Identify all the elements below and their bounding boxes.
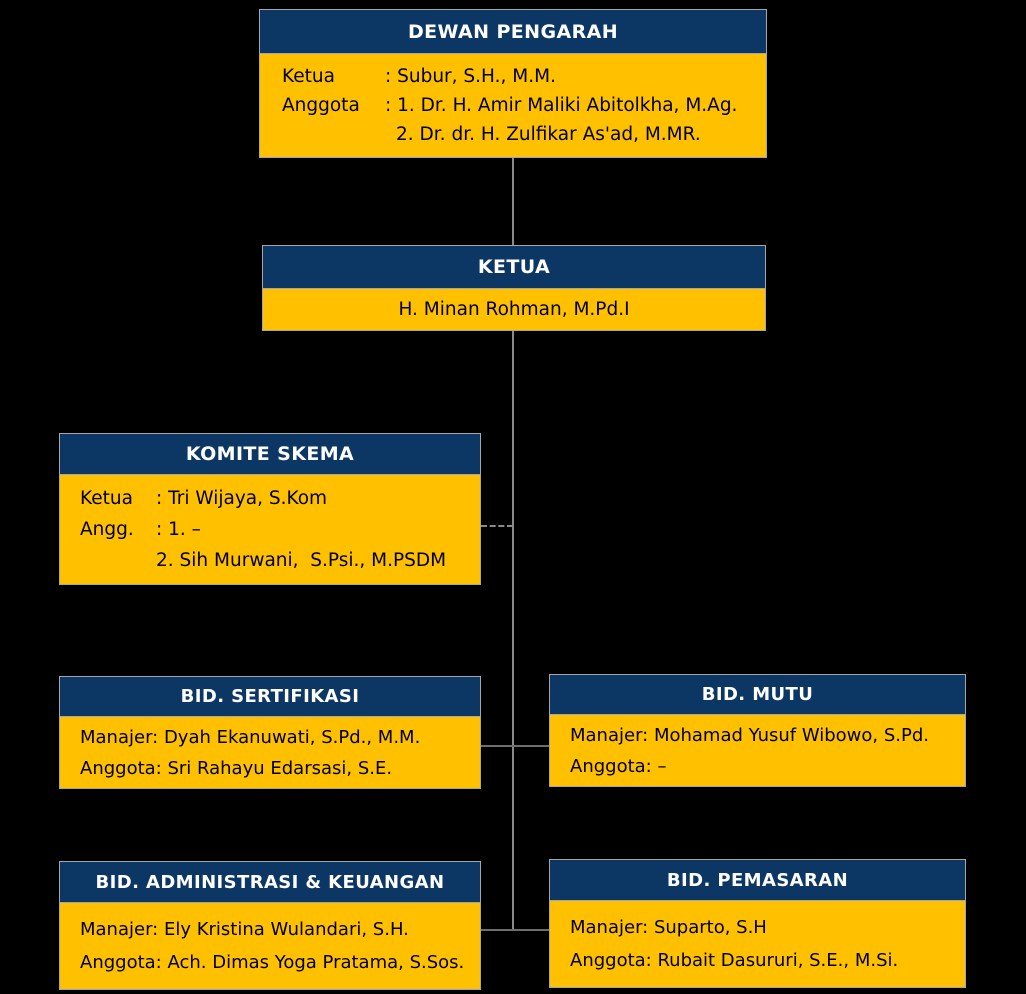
node-bid-pemasaran-title: BID. PEMASARAN <box>549 859 966 901</box>
detail-value: 1. – <box>168 519 201 540</box>
detail-label: Angg. <box>80 519 134 540</box>
detail-value: H. Minan Rohman, M.Pd.I <box>398 299 630 320</box>
node-bid-pemasaran[interactable]: BID. PEMASARAN Manajer: Suparto, S.H Ang… <box>549 859 966 988</box>
detail-label: Ketua <box>80 488 133 509</box>
connector-sertifikasi-branch <box>481 745 513 747</box>
node-bid-mutu-body: Manajer: Mohamad Yusuf Wibowo, S.Pd. Ang… <box>549 715 966 787</box>
detail-sep: : <box>385 95 398 116</box>
node-bid-mutu-title: BID. MUTU <box>549 674 966 715</box>
detail-row: Anggota: – <box>570 751 965 782</box>
detail-sep: : <box>385 66 398 87</box>
node-dewan-pengarah[interactable]: DEWAN PENGARAH Ketua: Subur, S.H., M.M. … <box>259 9 767 158</box>
detail-value: Anggota: – <box>570 755 667 777</box>
detail-row: 2. Dr. dr. H. Zulfikar As'ad, M.MR. <box>282 120 766 149</box>
node-bid-sertifikasi-title: BID. SERTIFIKASI <box>59 676 481 717</box>
node-bid-administrasi-keuangan[interactable]: BID. ADMINISTRASI & KEUANGAN Manajer: El… <box>59 861 481 990</box>
node-komite-skema-body: Ketua: Tri Wijaya, S.Kom Angg.: 1. – 2. … <box>59 475 481 585</box>
detail-label <box>282 120 385 149</box>
node-komite-skema[interactable]: KOMITE SKEMA Ketua: Tri Wijaya, S.Kom An… <box>59 433 481 585</box>
detail-row: Anggota: Rubait Dasururi, S.E., M.Si. <box>570 944 965 977</box>
node-bid-administrasi-keuangan-body: Manajer: Ely Kristina Wulandari, S.H. An… <box>59 903 481 990</box>
connector-mutu-branch <box>512 745 550 747</box>
connector-administrasi-branch <box>481 929 513 931</box>
detail-row: Ketua: Tri Wijaya, S.Kom <box>80 483 480 514</box>
detail-row: Manajer: Dyah Ekanuwati, S.Pd., M.M. <box>80 722 480 753</box>
node-bid-administrasi-keuangan-title: BID. ADMINISTRASI & KEUANGAN <box>59 861 481 903</box>
node-bid-pemasaran-body: Manajer: Suparto, S.H Anggota: Rubait Da… <box>549 901 966 988</box>
detail-value: Anggota: Sri Rahayu Edarsasi, S.E. <box>80 757 393 779</box>
detail-value: 1. Dr. H. Amir Maliki Abitolkha, M.Ag. <box>397 95 738 116</box>
detail-value: Subur, S.H., M.M. <box>397 66 556 87</box>
detail-row: Anggota: Sri Rahayu Edarsasi, S.E. <box>80 753 480 784</box>
detail-value: Anggota: Ach. Dimas Yoga Pratama, S.Sos. <box>80 952 465 973</box>
node-bid-mutu[interactable]: BID. MUTU Manajer: Mohamad Yusuf Wibowo,… <box>549 674 966 787</box>
detail-value: Anggota: Rubait Dasururi, S.E., M.Si. <box>570 950 899 971</box>
detail-label: Ketua <box>282 66 335 87</box>
detail-value: 2. Sih Murwani, S.Psi., M.PSDM <box>156 550 447 571</box>
node-dewan-pengarah-body: Ketua: Subur, S.H., M.M. Anggota: 1. Dr.… <box>259 54 767 158</box>
detail-sep: : <box>156 488 169 509</box>
detail-row: Ketua: Subur, S.H., M.M. <box>282 62 766 91</box>
node-ketua-title: KETUA <box>262 245 766 289</box>
node-bid-sertifikasi-body: Manajer: Dyah Ekanuwati, S.Pd., M.M. Ang… <box>59 717 481 789</box>
detail-value: Manajer: Suparto, S.H <box>570 917 767 938</box>
connector-komite-dashed <box>481 525 513 527</box>
detail-value: Manajer: Dyah Ekanuwati, S.Pd., M.M. <box>80 726 421 748</box>
detail-row: H. Minan Rohman, M.Pd.I <box>263 299 765 320</box>
detail-value: Manajer: Mohamad Yusuf Wibowo, S.Pd. <box>570 724 929 746</box>
detail-row: Angg.: 1. – <box>80 514 480 545</box>
connector-pemasaran-branch <box>512 929 550 931</box>
detail-row: Manajer: Suparto, S.H <box>570 911 965 944</box>
detail-sep: : <box>156 519 169 540</box>
connector-trunk-main <box>512 330 514 930</box>
detail-row: Manajer: Mohamad Yusuf Wibowo, S.Pd. <box>570 720 965 751</box>
detail-row: Anggota: 1. Dr. H. Amir Maliki Abitolkha… <box>282 91 766 120</box>
detail-row: 2. Sih Murwani, S.Psi., M.PSDM <box>80 545 480 576</box>
connector-dewan-to-ketua <box>512 154 514 246</box>
detail-value: Tri Wijaya, S.Kom <box>168 488 328 509</box>
node-dewan-pengarah-title: DEWAN PENGARAH <box>259 9 767 54</box>
node-bid-sertifikasi[interactable]: BID. SERTIFIKASI Manajer: Dyah Ekanuwati… <box>59 676 481 789</box>
detail-row: Manajer: Ely Kristina Wulandari, S.H. <box>80 913 480 946</box>
detail-row: Anggota: Ach. Dimas Yoga Pratama, S.Sos. <box>80 946 480 979</box>
detail-label: Anggota <box>282 95 360 116</box>
node-komite-skema-title: KOMITE SKEMA <box>59 433 481 475</box>
node-ketua[interactable]: KETUA H. Minan Rohman, M.Pd.I <box>262 245 766 331</box>
node-ketua-body: H. Minan Rohman, M.Pd.I <box>262 289 766 331</box>
detail-value: Manajer: Ely Kristina Wulandari, S.H. <box>80 919 409 940</box>
detail-value: 2. Dr. dr. H. Zulfikar As'ad, M.MR. <box>396 124 701 145</box>
